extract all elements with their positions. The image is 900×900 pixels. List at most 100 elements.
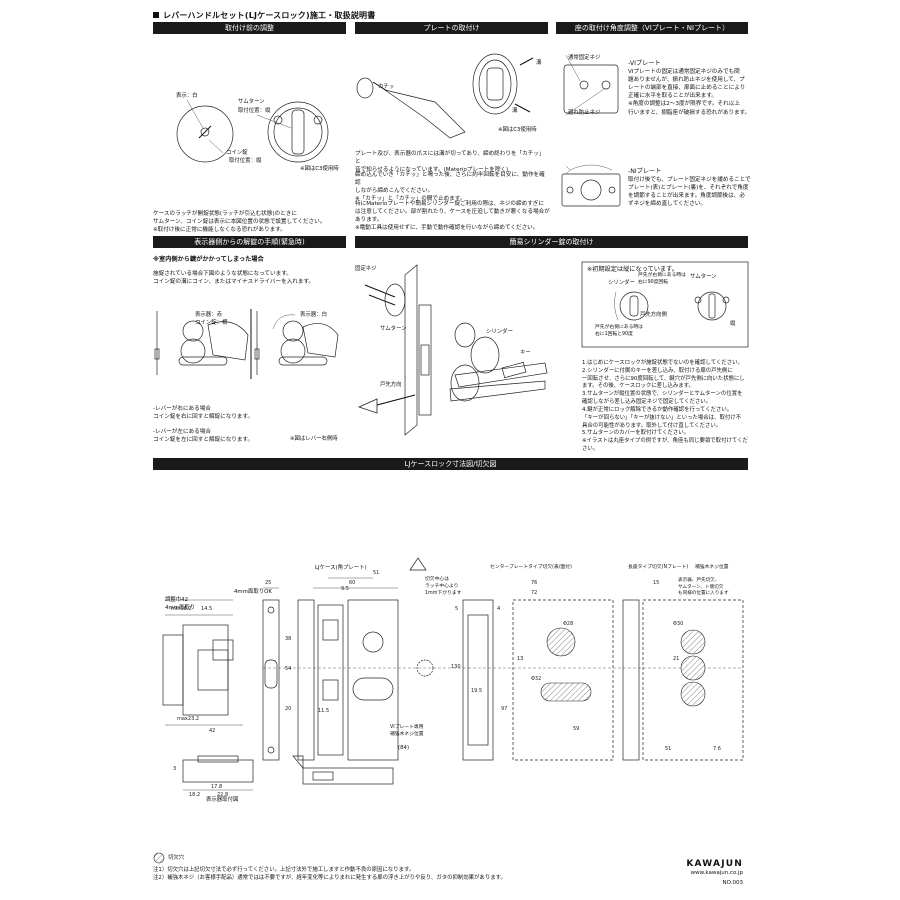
label-door-direction: 戸先方向	[380, 382, 402, 388]
svg-text:59: 59	[573, 726, 579, 732]
footer-note-1: 注1）切欠穴は上記切欠寸法で必ず行ってください。上記寸法外で施工しますと作動不良…	[153, 867, 415, 873]
adjust-illustration	[176, 99, 329, 163]
label-cylinder: シリンダー	[486, 329, 513, 335]
legend-cutout: 切欠穴	[168, 855, 185, 861]
plate-body-3: 特にMaterioプレートや簡易シリンダー錠ご利用の際は、ネジの締めすぎに は注…	[355, 201, 550, 232]
inner-label-thumbturn: サムターン	[690, 274, 717, 280]
svg-text:15: 15	[653, 580, 659, 586]
dim-front-side-note: 表示器、戸先切欠、 サムターン、ト側切欠 も同様の位置に入ります	[678, 578, 729, 597]
svg-text:3: 3	[173, 766, 176, 772]
cylinder-illustration	[357, 264, 548, 436]
vi-plate-title: -VIプレート	[628, 60, 661, 67]
vi-plate-illustration	[563, 54, 619, 116]
emergency-illustration	[154, 309, 339, 379]
label-stop-screw: 廻れ防止ネジ	[568, 110, 601, 116]
svg-text:97: 97	[501, 706, 507, 712]
section-header-cylinder: 簡易シリンダー錠の取付け	[355, 236, 748, 248]
svg-text:54: 54	[285, 666, 291, 672]
section-header-dimensions: LJケースロック寸法図/切欠図	[153, 458, 748, 470]
section-header-plate: プレートの取付け	[355, 22, 548, 34]
svg-text:9.5: 9.5	[341, 586, 349, 592]
inner-label-vertical: 縦	[730, 321, 736, 327]
cylinder-steps: 1.はじめにケースロックが施錠状態でないのを確認してください。 2.シリンダーに…	[582, 360, 748, 453]
svg-text:14.5: 14.5	[201, 606, 212, 612]
label-thumbturn: サムターン	[238, 99, 265, 105]
label-key: キー	[520, 350, 531, 356]
label-click: カチッ	[378, 84, 395, 90]
dim-label-chamfer-a: 4mm面取りOK	[234, 589, 272, 595]
cylinder-detail-box	[581, 261, 749, 348]
ni-plate-title: -NIプレート	[628, 168, 662, 175]
dim-cutout-note: 切欠中心は ラッチ中心より 1mm下がります	[425, 577, 462, 596]
svg-text:19.5: 19.5	[471, 688, 482, 694]
dim-label-long-plate: 長座タイプ切欠(Nプレート)	[628, 565, 689, 570]
plate-body-2: 締め込んでいき「カチッ」と鳴った後、さらに約半回転を目安に、動作を確認 しながら…	[355, 172, 545, 203]
svg-text:Φ30: Φ30	[673, 621, 683, 627]
label-indicator-white: 表示：白	[176, 93, 198, 99]
label-thumbturn-2: サムターン	[380, 326, 407, 332]
label-indicator-white-2: 表示器：白	[300, 312, 327, 318]
label-mount-vertical-2: 取付位置：縦	[229, 158, 262, 164]
plate-illustration	[356, 53, 534, 139]
lever-right-note: -レバーが右にある場合 コイン錠を右に回すと解錠になります。	[153, 406, 254, 421]
dim-label-indicator: 表示器取付図	[206, 797, 239, 803]
svg-text:60: 60	[349, 580, 355, 586]
footer-note-2: 注2）補強木ネジ（お客様手配品）通常ではは不要ですが、経年変化等によりまれに発生…	[153, 875, 506, 881]
svg-text:max23.2: max23.2	[177, 716, 199, 722]
inner-note-b: 戸先が右側にある時は 右に1回転と90度	[595, 325, 643, 337]
svg-text:Φ28: Φ28	[563, 621, 573, 627]
fig-note-adjust: ※図はC3使用時	[300, 166, 339, 172]
svg-text:4: 4	[497, 606, 500, 612]
svg-text:21: 21	[673, 656, 679, 662]
section-header-angle: 座の取付け角度調整（VIプレート・NIプレート）	[556, 22, 748, 34]
vi-plate-body: VIプレートの固定は通常固定ネジのみでも問 題ありませんが、振れ防止ネジを使用し…	[628, 69, 751, 116]
svg-text:51: 51	[373, 570, 379, 576]
label-coin-horizontal: コイン錠：横	[195, 320, 228, 326]
label-fixed-screw: 通常固定ネジ	[568, 55, 601, 61]
svg-text:38: 38	[285, 636, 291, 642]
svg-text:22.8: 22.8	[217, 792, 228, 798]
inner-label-door-tip: 戸先方向側	[640, 312, 667, 318]
brand-logo: KAWAJUN	[686, 859, 743, 869]
emergency-body: 施錠されている場合下図のような状態になっています。 コイン錠の溝にコイン、または…	[153, 271, 315, 286]
svg-text:Φ32: Φ32	[531, 676, 541, 682]
section-header-adjust: 取付け前の調整	[153, 22, 346, 34]
dim-vi-plate-note: VIプレート専用 補強木ネジ位置	[390, 725, 424, 737]
adjust-body-text: ケースのラッチが開錠状態(ラッチが引込む状態)のときに サムターン、コイン錠は表…	[153, 211, 326, 234]
ni-plate-illustration	[561, 164, 621, 207]
dim-label-chamfer-b: 4mm面取り	[165, 605, 196, 611]
hatch-legend-swatch	[153, 852, 165, 864]
svg-text:42: 42	[209, 728, 215, 734]
svg-text:76: 76	[531, 580, 537, 586]
brand-url[interactable]: www.kawajun.co.jp	[690, 870, 743, 876]
cylinder-init-note: ※初期設定は縦になっています。	[587, 266, 678, 273]
svg-text:130: 130	[451, 664, 461, 670]
svg-text:5: 5	[455, 606, 458, 612]
svg-text:17.8: 17.8	[211, 784, 222, 790]
fig-note-emergency: ※図はレバー右側時	[290, 436, 338, 442]
dimension-drawing: 25 60 9.5 51 min18.2 14.5 max23.2 42 38 …	[162, 557, 744, 798]
label-fixing-screw: 固定ネジ	[355, 266, 377, 272]
svg-text:20: 20	[285, 706, 291, 712]
svg-text:18.2: 18.2	[189, 792, 200, 798]
fig-note-plate: ※図はC3使用時	[498, 127, 537, 133]
svg-text:51: 51	[665, 746, 671, 752]
label-groove: 溝	[536, 60, 542, 66]
label-mount-vertical: 取付位置：縦	[238, 108, 271, 114]
svg-text:min18.2: min18.2	[171, 606, 192, 612]
lever-left-note: -レバーが左にある場合 コイン錠を左に回すと解錠になります。	[153, 429, 254, 444]
svg-text:25: 25	[265, 580, 271, 586]
label-groove-2: 溝	[512, 108, 518, 114]
svg-text:13: 13	[517, 656, 523, 662]
section-header-emergency: 表示器側からの解錠の手順(緊急時)	[153, 236, 346, 248]
dim-label-lj-case: LJケース(角プレート)	[315, 565, 367, 571]
dim-label-center-plate: センタープレートタイプ切欠(表/面付)	[490, 565, 572, 570]
svg-text:72: 72	[531, 590, 537, 596]
label-coin-lock: コイン錠	[226, 150, 248, 156]
ni-plate-body: 取付け後でも、プレート固定ネジを緩めることで プレート(表)とプレート(裏)を、…	[628, 177, 751, 208]
plate-body-1: プレート及び、表示器の爪スには溝が切ってあり、締め終わりを「カチッ」と 音で知ら…	[355, 151, 545, 174]
inner-note-a: 戸先が右側にある時は 右に90度回転	[638, 273, 686, 285]
dim-label-rebate: (84)	[398, 745, 410, 751]
document-number: NO.003	[722, 880, 743, 886]
label-indicator-red: 表示器：赤	[195, 312, 222, 318]
